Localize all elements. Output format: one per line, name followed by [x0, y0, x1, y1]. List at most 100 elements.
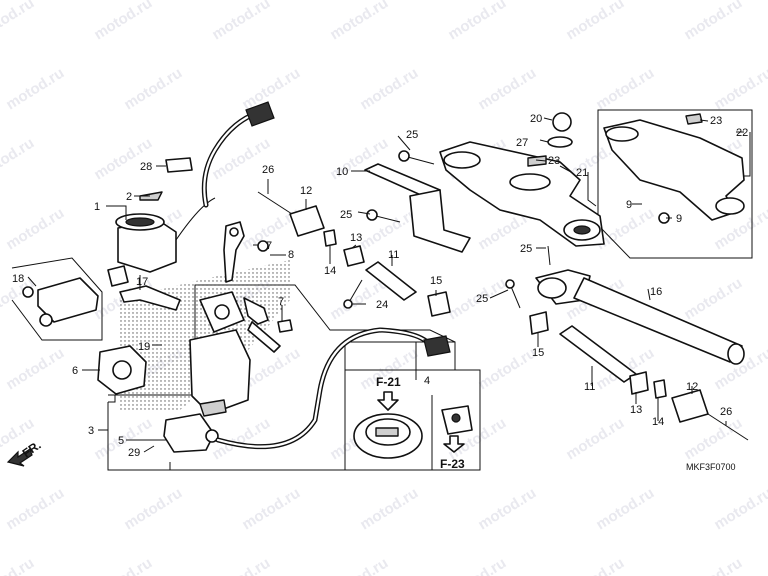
watermark-text: motod.ru: [3, 485, 67, 534]
callout-25-mid: 25: [520, 243, 532, 255]
callout-13-left: 13: [350, 232, 362, 244]
weight-tube-11-left: [365, 261, 417, 301]
callout-12-left: 12: [300, 185, 312, 197]
washer-7-upper: [257, 240, 269, 252]
callout-25-right: 25: [476, 293, 488, 305]
callout-15-upper: 15: [430, 275, 442, 287]
watermark-text: motod.ru: [239, 485, 303, 534]
callout-5: 5: [118, 435, 124, 447]
nut-15-upper: [427, 291, 451, 317]
collar-13-right: [629, 371, 649, 395]
callout-13-right: 13: [630, 404, 642, 416]
collar-13: [343, 245, 365, 267]
diagram-code: MKF3F0700: [686, 462, 736, 472]
watermark-text: motod.ru: [445, 0, 509, 43]
callout-7-lower: 7: [278, 296, 284, 308]
watermark-text: motod.ru: [357, 65, 421, 114]
callout-14-left: 14: [324, 265, 336, 277]
callout-20: 20: [530, 113, 542, 125]
callout-10: 10: [336, 166, 348, 178]
weight-tube-11-right: [559, 325, 637, 383]
watermark-text: motod.ru: [91, 0, 155, 43]
callout-29: 29: [128, 447, 140, 459]
watermark-text: motod.ru: [239, 65, 303, 114]
watermark-text: motod.ru: [475, 345, 539, 394]
watermark-text: motod.ru: [681, 415, 745, 464]
top-bridge-frame: [597, 109, 753, 259]
watermark-text: motod.ru: [0, 135, 37, 184]
watermark-text: motod.ru: [711, 485, 768, 534]
watermark-text: motod.ru: [563, 555, 627, 576]
callout-18: 18: [12, 273, 24, 285]
callout-6: 6: [72, 365, 78, 377]
steering-lock: [97, 345, 147, 395]
watermark-text: motod.ru: [327, 0, 391, 43]
bar-end-weight-12-right: [671, 389, 709, 423]
watermark-text: motod.ru: [3, 205, 67, 254]
callout-14-right: 14: [652, 416, 664, 428]
callout-11-left: 11: [388, 249, 399, 261]
callout-28: 28: [140, 161, 152, 173]
watermark-text: motod.ru: [475, 65, 539, 114]
left-handlebar-tube: [364, 163, 471, 253]
callout-9-right: 9: [676, 213, 682, 225]
f23-arrow: [443, 435, 465, 453]
watermark-text: motod.ru: [711, 65, 768, 114]
watermark-text: motod.ru: [593, 65, 657, 114]
watermark-text: motod.ru: [3, 345, 67, 394]
watermark-text: motod.ru: [593, 205, 657, 254]
callout-7-upper: 7: [266, 240, 272, 252]
small-clip-2: [139, 191, 163, 201]
callout-9-left: 9: [626, 199, 632, 211]
leader-lines: [27, 117, 751, 453]
watermark-text: motod.ru: [3, 65, 67, 114]
harness-connector: [245, 101, 275, 127]
watermark-text: motod.ru: [91, 555, 155, 576]
callout-3: 3: [88, 425, 94, 437]
connector-28: [165, 157, 193, 173]
callout-4: 4: [424, 375, 430, 387]
callout-17: 17: [136, 276, 148, 288]
callout-25-left: 25: [340, 209, 352, 221]
watermark-text: motod.ru: [91, 135, 155, 184]
right-handlebar: [535, 269, 745, 365]
watermark-text: motod.ru: [563, 415, 627, 464]
callout-26-right: 26: [720, 406, 732, 418]
watermark-text: motod.ru: [209, 555, 273, 576]
watermark-text: motod.ru: [0, 555, 37, 576]
callout-19: 19: [138, 341, 150, 353]
top-bridge-main: [439, 141, 605, 247]
washer-27: [547, 136, 573, 148]
harness-connector-4: [423, 335, 451, 357]
callout-26-left: 26: [262, 164, 274, 176]
callout-21: 21: [576, 167, 588, 179]
nut-7-lower: [277, 319, 293, 333]
callout-12-right: 12: [686, 381, 698, 393]
bolt-26-left: [257, 191, 293, 215]
bolt-26-right: [707, 413, 749, 441]
callout-23-alt: 23: [710, 115, 722, 127]
f21-frame: [344, 369, 481, 471]
callout-16: 16: [650, 286, 662, 298]
ignition-keys: [223, 221, 281, 353]
immobilizer-unit: [163, 413, 219, 453]
callout-8: 8: [288, 249, 294, 261]
front-arrow-icon: [6, 448, 33, 467]
bar-end-weight-12: [289, 205, 325, 237]
clip-23-main: [527, 155, 547, 167]
washer-14-right: [653, 379, 667, 399]
f21-arrow: [377, 391, 399, 411]
seat-lock-ref: [441, 405, 473, 435]
watermark-text: motod.ru: [327, 555, 391, 576]
washer-14: [323, 229, 337, 247]
callout-23-main: 23: [548, 155, 560, 167]
section-ref-f21: F-21: [376, 375, 401, 389]
watermark-text: motod.ru: [563, 0, 627, 43]
cap-20: [552, 112, 572, 132]
watermark-text: motod.ru: [681, 275, 745, 324]
clip-23-alt: [685, 113, 703, 125]
callout-1: 1: [94, 201, 100, 213]
callout-15-lower: 15: [532, 347, 544, 359]
watermark-text: motod.ru: [445, 555, 509, 576]
